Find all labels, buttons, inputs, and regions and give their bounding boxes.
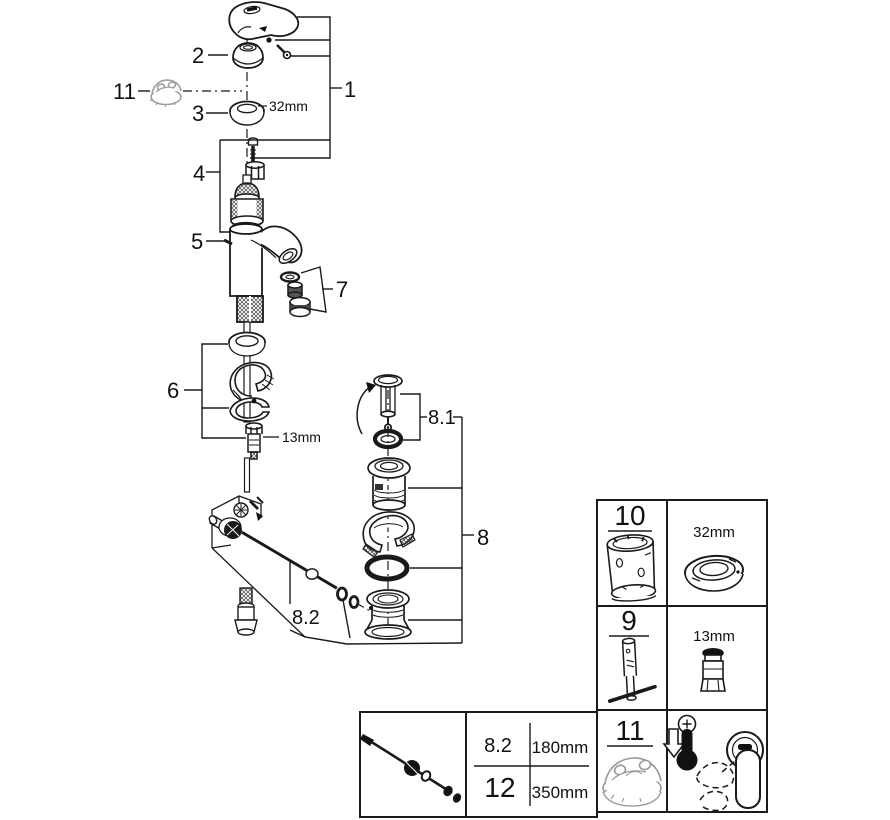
callout-3: 3 [192, 101, 204, 126]
part-plug-cap [149, 79, 182, 108]
part-lever-handle [228, 1, 300, 41]
cartridge-socket-tool-icon [606, 534, 657, 602]
callout-2: 2 [192, 43, 204, 68]
rotate-arrow [356, 382, 376, 435]
rod-num-12: 12 [484, 772, 515, 803]
callout-7: 7 [336, 277, 348, 302]
callout-4: 4 [193, 161, 205, 186]
down-arrow-icon [662, 728, 686, 759]
hand-lever-icon [696, 731, 764, 812]
part-faucet-body [223, 223, 303, 493]
rod-table [359, 711, 598, 818]
rod-table-text: 8.2 180mm 12 350mm [484, 735, 588, 803]
callout-8-2: 8.2 [292, 607, 320, 629]
rod-num-8-2: 8.2 [484, 735, 512, 757]
thermometer-icon [676, 714, 698, 771]
part-aerator-assembly [279, 271, 311, 318]
callout-8: 8 [477, 525, 489, 550]
part-popup-rod [241, 529, 360, 609]
dim-13mm: 13mm [282, 429, 321, 445]
callout-6: 6 [167, 378, 179, 403]
part-cartridge-screw [247, 137, 259, 163]
hand-outline [696, 760, 736, 812]
callout-11: 11 [113, 79, 136, 104]
part-waste-saddle [362, 511, 416, 558]
part-drain-oring [364, 554, 410, 582]
tools-table-text: 10 32mm 9 13mm 11 [607, 500, 735, 747]
bracket-8 [408, 417, 474, 643]
part-valve-knob [208, 496, 264, 539]
bracket-8-2 [289, 560, 463, 645]
part-mounting-bolt [245, 422, 263, 460]
callout-5: 5 [191, 229, 203, 254]
table-num-9: 9 [621, 605, 637, 636]
bracket-8-1 [400, 393, 462, 441]
callout-8-1: 8.1 [428, 407, 456, 429]
part-popup-plug [373, 374, 403, 432]
ring-32mm-icon [684, 554, 744, 592]
socket-13mm-icon [700, 647, 726, 692]
scallop-cap-icon [602, 757, 662, 807]
part-crescent-clamp [229, 397, 271, 422]
part-cartridge [230, 174, 264, 233]
pin-wrench-tool-icon [607, 637, 657, 703]
part-dome-cap [232, 42, 264, 69]
part-lift-rod-knob [234, 587, 258, 636]
rod-len-350: 350mm [532, 783, 589, 802]
table-dim-13mm: 13mm [693, 628, 735, 645]
part-retaining-ring [229, 100, 265, 126]
part-mounting-horseshoe [229, 361, 275, 403]
callout-1: 1 [344, 77, 356, 102]
bracket-1 [220, 16, 342, 159]
part-plug-oring [372, 428, 404, 450]
part-handle-screw [266, 37, 292, 60]
table-dim-32mm: 32mm [693, 524, 735, 541]
bracket-7 [300, 266, 333, 313]
table-num-10: 10 [614, 500, 645, 531]
callout-labels: 2 11 3 1 4 5 6 7 8 8.1 8.2 32mm 13mm [113, 43, 489, 629]
popup-rod-icon [360, 734, 462, 803]
table-num-11: 11 [615, 715, 644, 746]
dim-32mm: 32mm [269, 98, 308, 114]
bracket-6 [184, 343, 246, 439]
part-drain-flange [367, 457, 411, 511]
part-base-gasket [228, 331, 266, 357]
part-drain-body [364, 589, 412, 640]
rod-len-180: 180mm [532, 738, 589, 757]
